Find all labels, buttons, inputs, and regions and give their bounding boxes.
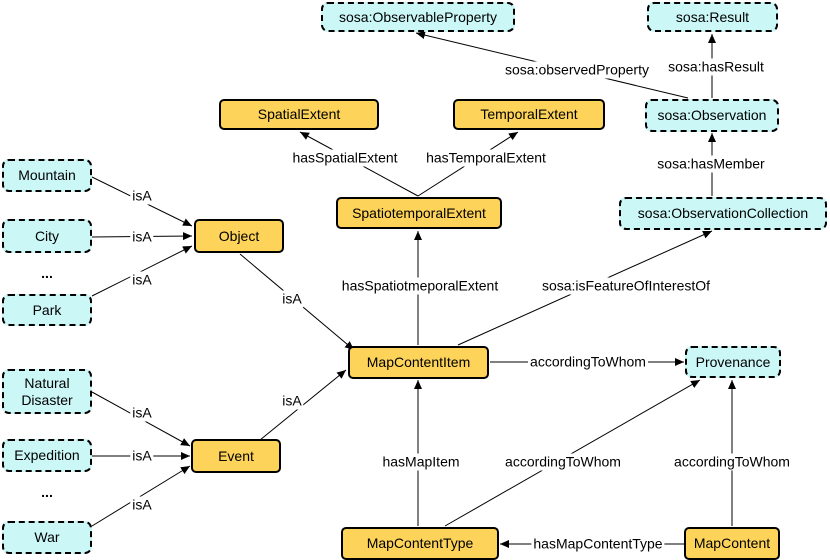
label-isa-park: isA [130,271,154,289]
edge-isa-war [91,465,191,527]
node-map-content-item: MapContentItem [348,346,489,379]
node-event: Event [191,439,281,473]
label-according-to-whom-type: accordingToWhom [503,453,623,471]
label-according-to-whom-content: accordingToWhom [672,453,792,471]
node-park: Park [2,294,92,326]
node-spatial-extent: SpatialExtent [219,99,379,130]
label-observed-property: sosa:observedProperty [503,61,651,79]
label-isa-event: isA [280,392,304,410]
node-observation-collection: sosa:ObservationCollection [619,197,827,230]
label-feature-of-interest-of: sosa:isFeatureOfInterestOf [539,277,713,295]
label-has-spatial-extent: hasSpatialExtent [290,149,400,167]
node-natural-disaster: Natural Disaster [2,369,92,414]
label-isa-natural-disaster: isA [130,404,154,422]
node-observation: sosa:Observation [645,99,779,132]
node-map-content-type: MapContentType [341,527,499,560]
node-spatiotemporal-extent: SpatiotemporalExtent [336,197,502,229]
node-observable-property: sosa:ObservableProperty [321,2,515,32]
node-result: sosa:Result [647,2,778,32]
node-war: War [2,521,92,554]
edge-according-to-whom-type [444,379,701,527]
label-has-result: sosa:hasResult [666,58,766,76]
node-city: City [2,219,92,253]
node-provenance: Provenance [685,346,781,378]
ellipsis-event-group: ... [41,484,53,500]
label-isa-object: isA [280,290,304,308]
label-has-member: sosa:hasMember [655,155,767,173]
label-according-to-whom-item: accordingToWhom [528,353,648,371]
label-isa-city: isA [130,228,154,246]
label-has-spatiotemporal-extent: hasSpatiotmeporalExtent [339,277,501,295]
node-temporal-extent: TemporalExtent [453,99,605,130]
node-map-content: MapContent [684,527,780,560]
label-isa-war: isA [130,496,154,514]
label-isa-mountain: isA [130,187,154,205]
node-expedition: Expedition [2,439,92,472]
label-has-map-content-type: hasMapContentType [531,535,665,553]
label-has-temporal-extent: hasTemporalExtent [424,149,548,167]
node-object: Object [194,219,284,253]
ellipsis-object-group: ... [41,265,53,281]
edge-isa-park [91,245,193,297]
node-mountain: Mountain [2,159,92,192]
label-isa-expedition: isA [130,447,154,465]
label-has-map-item: hasMapItem [380,453,462,471]
